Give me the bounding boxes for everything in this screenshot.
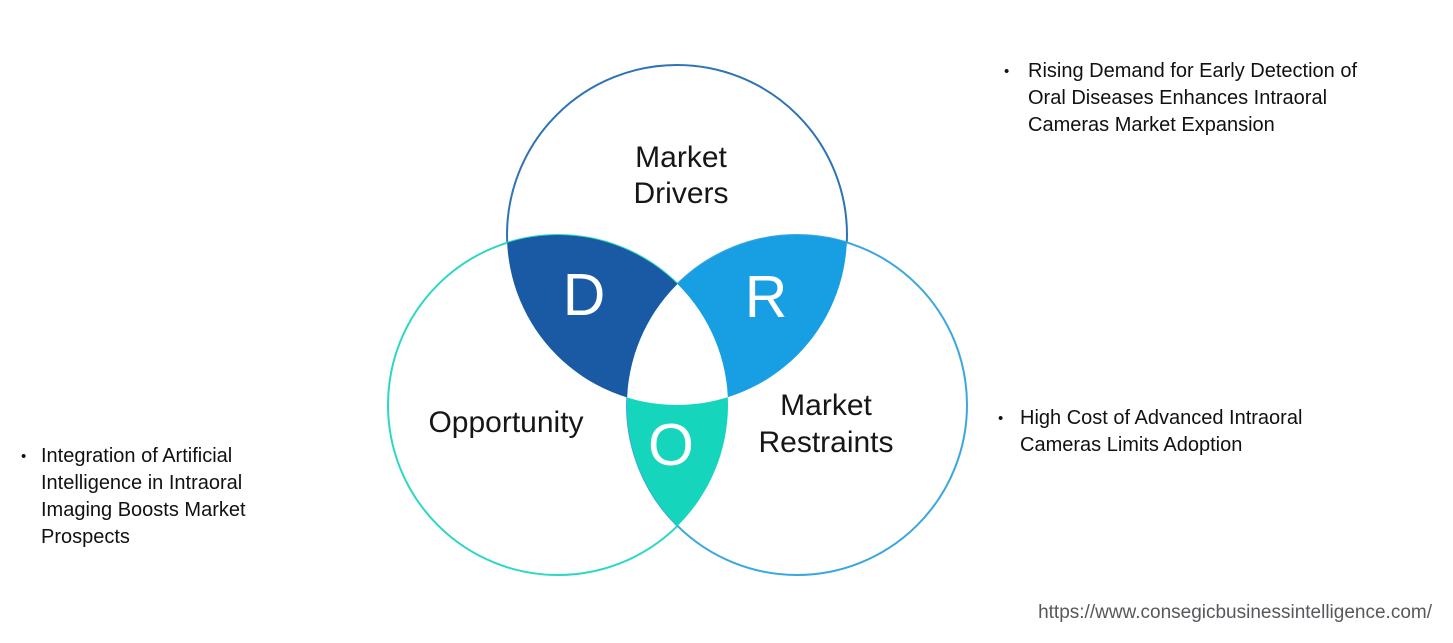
- note-line: Cameras Limits Adoption: [1020, 434, 1243, 456]
- note-line: Integration of Artificial: [41, 445, 233, 467]
- source-url-text: https://www.consegicbusinessintelligence…: [1038, 602, 1432, 623]
- bullet-icon: •: [1004, 63, 1010, 80]
- overlap-letter-o: O: [648, 412, 694, 478]
- note-line: Rising Demand for Early Detection of: [1028, 60, 1358, 82]
- note-market-driver: • Rising Demand for Early Detection of O…: [1004, 58, 1357, 139]
- note-line: Cameras Market Expansion: [1028, 114, 1275, 136]
- bullet-icon: •: [998, 410, 1004, 427]
- note-market-driver-text: Rising Demand for Early Detection of Ora…: [1028, 58, 1357, 139]
- note-line: Prospects: [41, 526, 130, 548]
- label-market-drivers-line2: Drivers: [634, 177, 729, 210]
- note-opportunity-text: Integration of Artificial Intelligence i…: [41, 443, 246, 551]
- bullet-icon: •: [21, 448, 27, 465]
- overlap-region-r: [627, 235, 847, 405]
- note-line: Intelligence in Intraoral: [41, 472, 243, 494]
- overlap-letter-d: D: [563, 262, 606, 328]
- note-line: Oral Diseases Enhances Intraoral: [1028, 87, 1328, 109]
- note-line: High Cost of Advanced Intraoral: [1020, 407, 1303, 429]
- note-market-restraint-text: High Cost of Advanced Intraoral Cameras …: [1020, 405, 1302, 459]
- note-line: Imaging Boosts Market: [41, 499, 246, 521]
- label-market-restraints-line2: Restraints: [758, 426, 893, 459]
- note-market-restraint: • High Cost of Advanced Intraoral Camera…: [998, 405, 1302, 459]
- label-market-drivers-line1: Market: [635, 141, 727, 174]
- note-opportunity: • Integration of Artificial Intelligence…: [21, 443, 246, 551]
- label-opportunity: Opportunity: [428, 406, 583, 439]
- overlap-region-d: [507, 235, 728, 405]
- overlap-letter-r: R: [745, 264, 788, 330]
- label-market-restraints-line1: Market: [780, 389, 872, 422]
